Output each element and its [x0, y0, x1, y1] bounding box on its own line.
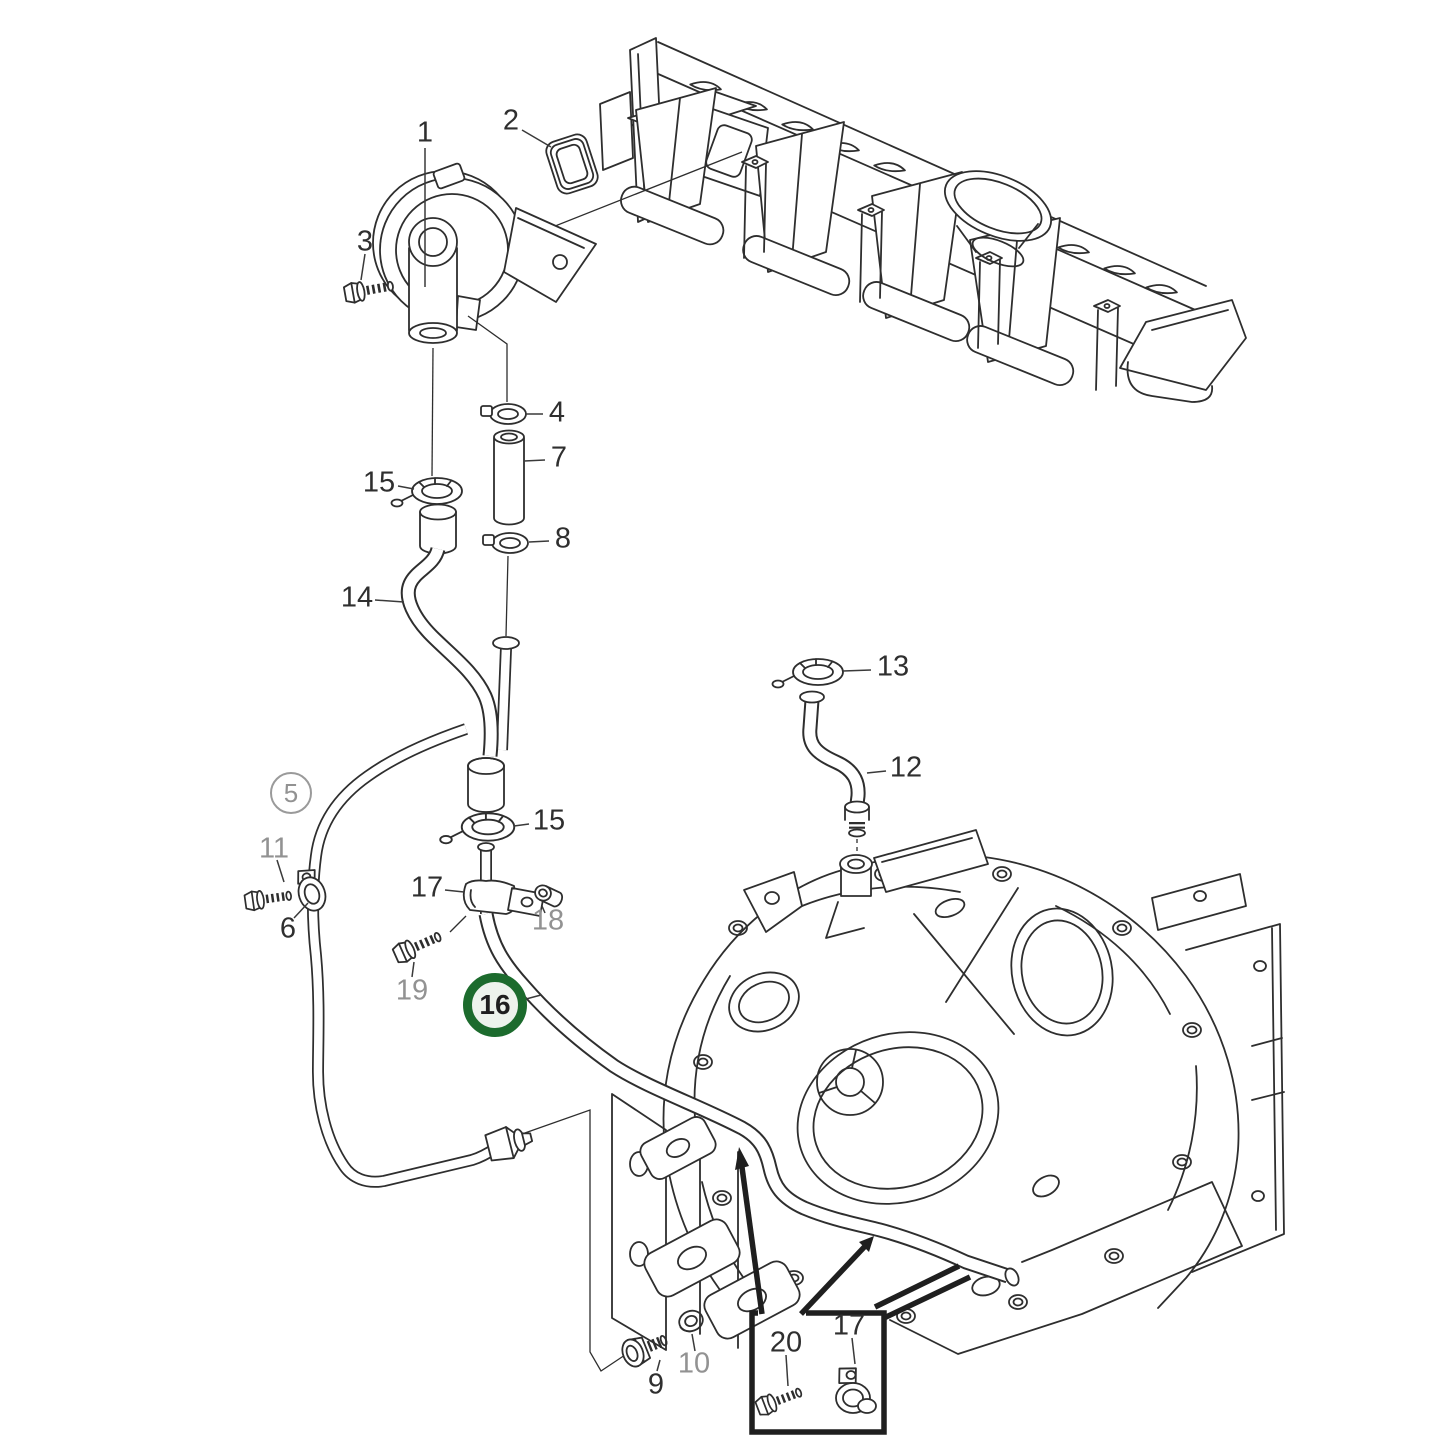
- part-callout-20[interactable]: 20: [769, 1326, 803, 1359]
- part-callout-18[interactable]: 18: [531, 904, 565, 937]
- part-callout-2[interactable]: 2: [502, 104, 520, 137]
- gasket-2: [545, 133, 599, 195]
- part-callout-5[interactable]: 5: [270, 772, 312, 814]
- part-callout-8[interactable]: 8: [554, 522, 572, 555]
- oil-separator: [372, 162, 597, 344]
- part-callout-14[interactable]: 14: [340, 581, 374, 614]
- vent-pipe-5: [297, 723, 534, 1188]
- part-callout-10[interactable]: 10: [677, 1347, 711, 1380]
- part-callout-9[interactable]: 9: [647, 1368, 665, 1401]
- part-callout-19[interactable]: 19: [395, 974, 429, 1007]
- part-callout-15-upper[interactable]: 15: [362, 466, 396, 499]
- part-callout-13[interactable]: 13: [876, 650, 910, 683]
- vent-hose-12: [771, 658, 870, 856]
- part-callout-4[interactable]: 4: [548, 396, 566, 429]
- callout-leader-lines: [276, 129, 887, 1387]
- locator-line: [521, 1109, 629, 1372]
- vent-hose-assembly: [390, 403, 563, 917]
- part-callout-17-inset[interactable]: 17: [832, 1309, 866, 1342]
- clamp-17-inset: [835, 1367, 877, 1414]
- part-callout-6[interactable]: 6: [279, 912, 297, 945]
- part-callout-3[interactable]: 3: [356, 225, 374, 258]
- part-callout-7[interactable]: 7: [550, 441, 568, 474]
- part-callout-11[interactable]: 11: [258, 832, 290, 865]
- part-callout-1[interactable]: 1: [416, 116, 434, 149]
- clamp-detail-inset: [735, 1147, 972, 1435]
- part-callout-15-lower[interactable]: 15: [532, 804, 566, 837]
- part-callout-12[interactable]: 12: [889, 751, 923, 784]
- part-callout-16[interactable]: 16: [463, 973, 527, 1037]
- vent-hose-16: [478, 912, 1020, 1287]
- intake-manifold: [599, 37, 1247, 403]
- washer-10: [678, 1309, 704, 1333]
- part-callout-17-mid[interactable]: 17: [410, 871, 444, 904]
- flywheel-housing: [611, 829, 1285, 1355]
